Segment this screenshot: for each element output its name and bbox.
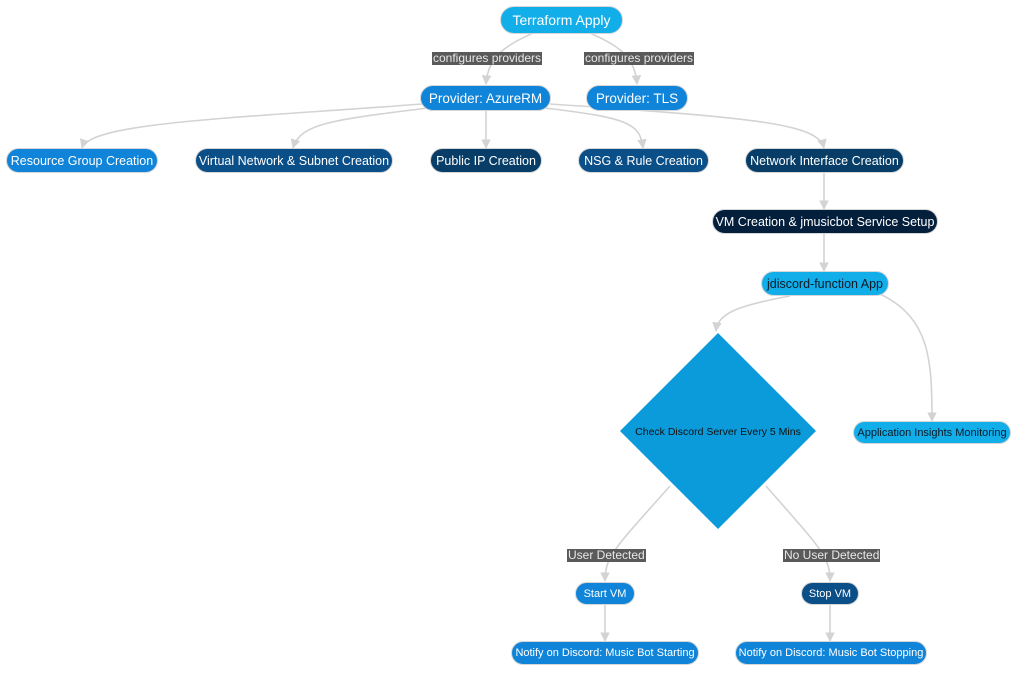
edge-apply-to-azurerm [481, 32, 534, 85]
edge-function-to-insights [879, 293, 937, 422]
check-discord-label: Check Discord Server Every 5 Mins [635, 426, 801, 438]
edge-check-to-start [600, 485, 671, 582]
stop-vm-node[interactable]: Stop VM [801, 582, 859, 605]
edge-azurerm-to-nsg [544, 107, 647, 149]
provider-azurerm-node[interactable]: Provider: AzureRM [420, 85, 551, 111]
vnet-subnet-node[interactable]: Virtual Network & Subnet Creation [195, 148, 393, 173]
edge-azurerm-to-resource-group [80, 103, 423, 149]
vm-creation-node[interactable]: VM Creation & jmusicbot Service Setup [712, 209, 938, 234]
edge-azurerm-to-vnet [290, 107, 429, 149]
resource-group-node[interactable]: Resource Group Creation [6, 148, 158, 173]
notify-start-node[interactable]: Notify on Discord: Music Bot Starting [511, 641, 699, 665]
app-insights-node[interactable]: Application Insights Monitoring [853, 421, 1011, 444]
edge-azurerm-to-network-interface [549, 103, 827, 149]
edge-function-to-check [712, 295, 791, 332]
network-interface-node[interactable]: Network Interface Creation [745, 148, 904, 173]
start-vm-node[interactable]: Start VM [575, 582, 635, 605]
provider-tls-node[interactable]: Provider: TLS [586, 85, 688, 111]
user-detected-label: User Detected [567, 548, 646, 562]
function-app-node[interactable]: jdiscord-function App [761, 271, 889, 296]
check-discord-diamond[interactable] [620, 333, 816, 529]
edge-check-to-stop [765, 485, 835, 582]
notify-stop-node[interactable]: Notify on Discord: Music Bot Stopping [735, 641, 927, 665]
nsg-rule-node[interactable]: NSG & Rule Creation [578, 148, 709, 173]
configures-providers-label-azurerm: configures providers [432, 51, 543, 65]
terraform-apply-node[interactable]: Terraform Apply [500, 6, 623, 34]
configures-providers-label-tls: configures providers [584, 51, 695, 65]
public-ip-node[interactable]: Public IP Creation [430, 148, 542, 173]
edge-apply-to-tls [589, 32, 642, 85]
no-user-detected-label: No User Detected [783, 548, 881, 562]
